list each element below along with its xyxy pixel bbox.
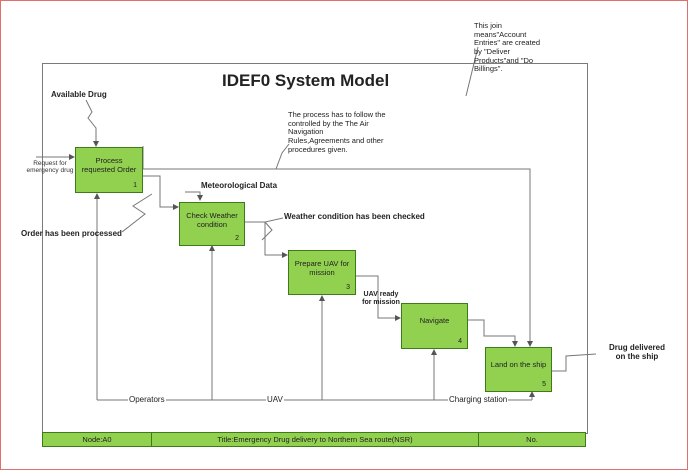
operators-label: Operators	[128, 395, 166, 405]
process-box-label: Land on the ship	[490, 360, 547, 369]
process-box-number: 1	[133, 182, 137, 189]
process-box-number: 3	[346, 284, 350, 291]
controls-pointer	[275, 143, 290, 170]
footer-number: No.	[526, 435, 538, 444]
weather-checked-pointer	[261, 217, 284, 241]
join-note-pointer	[465, 46, 479, 97]
flow-2-3	[245, 221, 288, 258]
process-box-number: 2	[235, 235, 239, 242]
meteorological-label: Meteorological Data	[201, 181, 278, 190]
footer-title: Title:Emergency Drug delivery to Norther…	[152, 433, 479, 446]
join-note: This join means"Account Entries" are cre…	[474, 21, 541, 74]
drug-delivered-label: Drug delivered on the ship	[608, 343, 665, 362]
available-drug-label: Available Drug	[51, 90, 107, 99]
diagram-title: IDEF0 System Model	[222, 71, 390, 90]
footer-bar: Node:A0 Title:Emergency Drug delivery to…	[42, 432, 586, 447]
process-box-label: Navigate	[419, 316, 450, 325]
flow-1-2	[143, 175, 179, 210]
controls-note: The process has to follow the controlled…	[288, 110, 386, 154]
order-processed-label: Order has been processed	[21, 229, 122, 238]
process-box-2: Check Weather condition 2	[179, 202, 245, 246]
process-box-label: Check Weather condition	[186, 211, 238, 230]
process-box-1: Process requested Order 1	[75, 147, 143, 193]
charging-station-label: Charging station	[448, 395, 509, 405]
available-drug-arrow	[85, 99, 99, 147]
process-box-number: 4	[458, 338, 462, 345]
process-box-number: 5	[542, 381, 546, 388]
process-box-3: Prepare UAV for mission 3	[288, 250, 356, 295]
output-arrow	[552, 353, 597, 372]
order-processed-pointer	[121, 193, 153, 233]
request-label: Request for emergency drug	[26, 160, 74, 175]
flow-3-4	[356, 275, 401, 321]
process-box-5: Land on the ship 5	[485, 347, 552, 392]
process-box-label: Prepare UAV for mission	[294, 259, 350, 278]
weather-checked-label: Weather condition has been checked	[284, 212, 425, 221]
uav-label: UAV	[266, 395, 284, 405]
process-box-4: Navigate 4	[401, 303, 468, 349]
meteorological-arrow	[185, 191, 203, 201]
uav-ready-label: UAV ready for mission	[362, 291, 400, 307]
flow-4-5	[468, 319, 518, 347]
control-line	[143, 168, 533, 347]
process-box-label: Process requested Order	[81, 156, 137, 175]
footer-node: Node:A0	[43, 433, 152, 446]
